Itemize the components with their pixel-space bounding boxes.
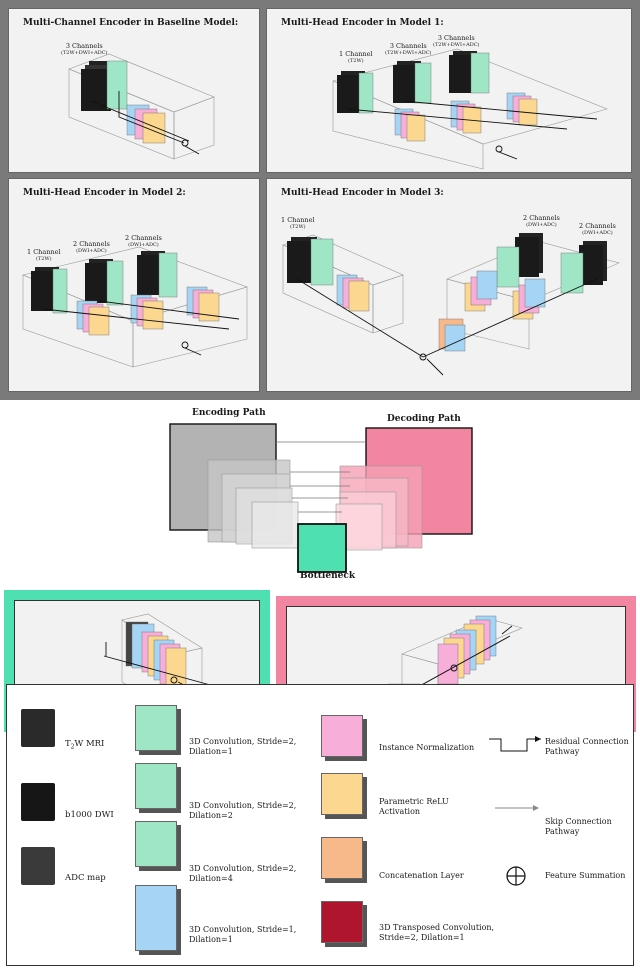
- channel-label: 3 Channels (T2W+DWI+ADC): [61, 42, 108, 57]
- model2-encoder-panel: Multi-Head Encoder in Model 2: 1 Channel…: [8, 178, 260, 392]
- model2-encoder-diagram: [22, 246, 248, 368]
- legend-conv-d4-label: 3D Convolution, Stride=2, Dilation=4: [189, 864, 297, 883]
- legend-summation-label: Feature Summation: [545, 871, 626, 880]
- legend-swatch-conv-stride1: [135, 885, 177, 951]
- model3-encoder-diagram: [282, 233, 620, 376]
- bottleneck-block: [297, 523, 347, 573]
- mri-input-stack: [31, 251, 178, 314]
- mri-thumbnail-t2w: [21, 709, 55, 747]
- mri-slice: [81, 69, 111, 111]
- encoding-path-label: Encoding Path: [192, 408, 266, 418]
- panel-title: Multi-Channel Encoder in Baseline Model:: [23, 18, 239, 28]
- panel-title: Multi-Head Encoder in Model 2:: [23, 188, 186, 198]
- baseline-encoder-diagram: [68, 53, 215, 160]
- legend-residual-label: Residual Connection Pathway: [545, 737, 629, 756]
- legend-prelu-label: Parametric ReLU Activation: [379, 797, 449, 816]
- legend-input-dwi: b1000 DWI: [65, 810, 114, 820]
- residual-path: [296, 278, 598, 376]
- wireframe-box: [68, 53, 215, 160]
- conv-stride1-block: [444, 324, 466, 352]
- baseline-encoder-panel: Multi-Channel Encoder in Baseline Model:…: [8, 8, 260, 173]
- residual-connection-icon: [489, 736, 541, 752]
- encoding-path-blocks: [169, 423, 299, 549]
- encoder-block: [251, 501, 299, 549]
- channel-label: 2 Channels(DWI+ADC): [73, 240, 110, 255]
- legend-concat-label: Concatenation Layer: [379, 871, 464, 880]
- residual-path: [90, 91, 200, 155]
- channel-label: 3 Channels(T2W+DWI+ADC): [433, 34, 480, 49]
- legend-skip-label: Skip Connection Pathway: [545, 817, 612, 836]
- conv-stride2-block: [106, 60, 128, 110]
- mri-input-stack: [287, 233, 607, 294]
- legend-swatch-transposed-conv: [321, 901, 363, 943]
- legend-swatch-concat: [321, 837, 363, 879]
- feature-summation-icon: [506, 866, 526, 886]
- model3-encoder-panel: Multi-Head Encoder in Model 3: 1 Channel…: [266, 178, 632, 392]
- legend-input-t2w: T2W MRI: [65, 739, 105, 751]
- channel-label: 2 Channels(DWI+ADC): [523, 214, 560, 229]
- legend: T2W MRI b1000 DWI ADC map 3D Convolution…: [6, 684, 634, 966]
- legend-conv-d2-label: 3D Convolution, Stride=2, Dilation=2: [189, 801, 297, 820]
- channel-label: 2 Channels(DWI+ADC): [579, 222, 616, 237]
- model1-encoder-panel: Multi-Head Encoder in Model 1: 1 Channel…: [266, 8, 632, 173]
- panel-title: Multi-Head Encoder in Model 3:: [281, 188, 444, 198]
- mri-input-stack: [81, 60, 128, 111]
- legend-swatch-instance-norm: [321, 715, 363, 757]
- legend-swatch-conv-d2: [135, 763, 177, 809]
- layer-blocks: [394, 92, 538, 142]
- decoding-path-blocks: [335, 427, 473, 551]
- channel-label: 1 Channel(T2W): [339, 50, 373, 65]
- channel-label: 2 Channels(DWI+ADC): [125, 234, 162, 249]
- mri-thumbnail-adc: [21, 847, 55, 885]
- unet-overview-diagram: [169, 423, 473, 573]
- panel-title: Multi-Head Encoder in Model 1:: [281, 18, 444, 28]
- skip-connections: [276, 441, 366, 513]
- model1-encoder-diagram: [332, 48, 608, 170]
- legend-instance-norm-label: Instance Normalization: [379, 743, 475, 752]
- legend-transposed-conv-label: 3D Transposed Convolution, Stride=2, Dil…: [379, 923, 495, 942]
- skip-connection-icon: [495, 805, 539, 811]
- layer-blocks: [125, 621, 187, 689]
- mri-input-stack: [337, 51, 490, 114]
- mri-thumbnail-dwi: [21, 783, 55, 821]
- bottleneck-label: Bottleneck: [300, 571, 356, 581]
- channel-label: 1 Channel(T2W): [281, 216, 315, 231]
- wireframe-box: [332, 48, 608, 170]
- channel-label: 3 Channels(T2W+DWI+ADC): [385, 42, 432, 57]
- legend-conv-d1-label: 3D Convolution, Stride=2, Dilation=1: [189, 737, 297, 756]
- legend-swatch-prelu: [321, 773, 363, 815]
- legend-swatch-conv-d1: [135, 705, 177, 751]
- legend-swatch-conv-d4: [135, 821, 177, 867]
- legend-input-adc: ADC map: [65, 873, 106, 883]
- layer-blocks: [76, 286, 220, 336]
- legend-conv-stride1-label: 3D Convolution, Stride=1, Dilation=1: [189, 925, 297, 944]
- decoding-path-label: Decoding Path: [387, 414, 461, 424]
- layer-blocks: [126, 104, 166, 144]
- residual-path: [346, 100, 598, 160]
- residual-path: [42, 300, 240, 356]
- channel-label: 1 Channel(T2W): [27, 248, 61, 263]
